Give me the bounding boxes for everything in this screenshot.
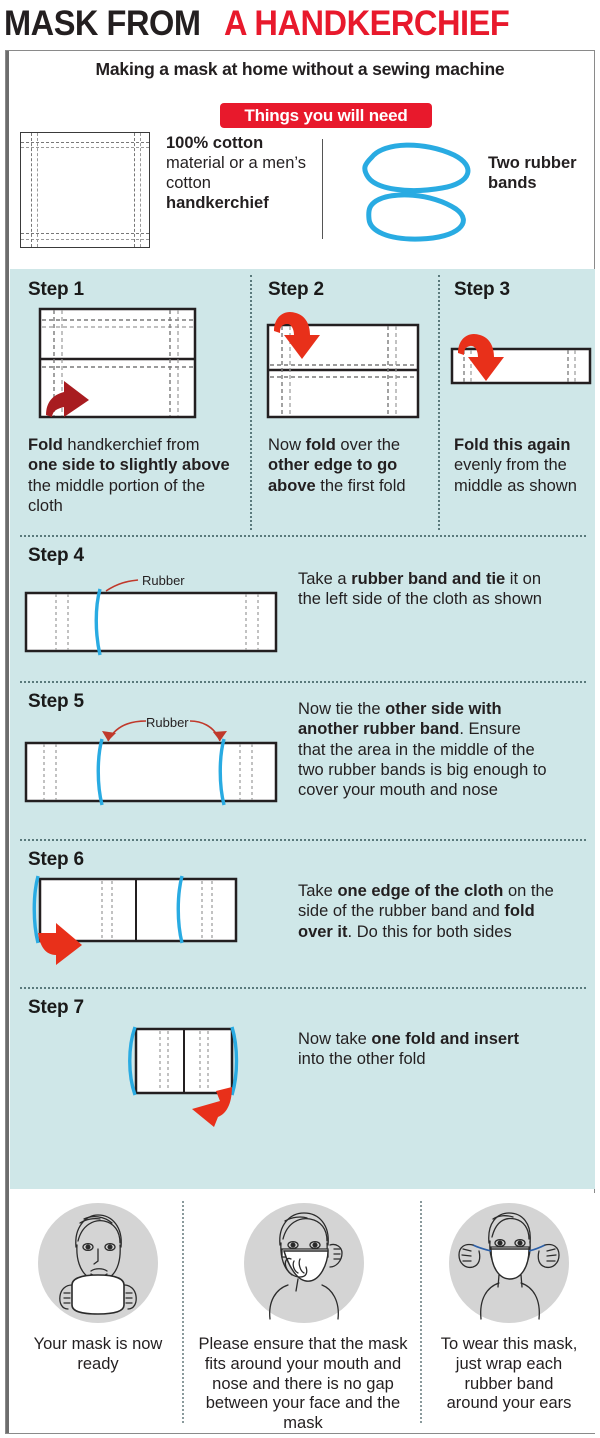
step-6-illustration [32, 875, 238, 965]
material-strong-1: 100% cotton [166, 134, 264, 152]
step-5-title: Step 5 [28, 691, 84, 712]
material-strong-2: handkerchief [166, 194, 269, 213]
bottom-caption-3: To wear this mask, just wrap each rubber… [440, 1335, 578, 1413]
bottom-caption-2: Please ensure that the mask fits around … [198, 1335, 408, 1433]
rubber-bands-illustration [362, 142, 471, 242]
step-7-illustration [128, 1026, 239, 1127]
subtitle: Making a mask at home without a sewing m… [95, 59, 505, 79]
bottom-divider-2 [420, 1201, 422, 1423]
bottom-panel-1: Your mask is now ready [18, 1193, 178, 1433]
title-part-black: MASK FROM [4, 3, 201, 43]
bottom-panels: Your mask is now ready [10, 1193, 595, 1433]
step-3-illustration [450, 333, 592, 385]
step-1-illustration [38, 307, 197, 419]
steps-panel: Step 1 Fold handkerchief from one side t… [10, 269, 595, 1189]
bottom-panel-3: To wear this mask, just wrap each rubber… [430, 1193, 588, 1433]
step-3-text: Fold this again evenly from the middle a… [454, 436, 577, 495]
page-title: MASK FROM A HANDKERCHIEF [4, 2, 596, 44]
step-4-text: Take a rubber band and tie it on the lef… [298, 570, 542, 609]
step-6-text: Take one edge of the cloth on the side o… [298, 882, 554, 941]
woman-adjusting-mask-icon [244, 1203, 364, 1323]
step-2-illustration [266, 311, 420, 419]
step-divider-2 [438, 275, 440, 530]
step-1-text: Fold handkerchief from one side to sligh… [28, 436, 230, 515]
materials-divider [322, 139, 323, 239]
step-7-text: Now take one fold and insert into the ot… [298, 1030, 519, 1069]
handkerchief-illustration [20, 132, 150, 248]
material-description: 100% cotton material or a men’s cotton h… [166, 133, 311, 214]
steps-row-divider-1 [20, 535, 586, 537]
title-part-red: A HANDKERCHIEF [224, 3, 510, 43]
step-4-annotation: Rubber [142, 573, 185, 588]
rubber-bands-label: Two rubber bands [488, 154, 577, 193]
step-5-illustration: Rubber [24, 715, 278, 806]
step-6-title: Step 6 [28, 849, 84, 870]
woman-wearing-mask-icon [449, 1203, 569, 1323]
step-2-title: Step 2 [268, 279, 324, 300]
step-3-title: Step 3 [454, 279, 510, 300]
content-frame: Making a mask at home without a sewing m… [5, 50, 595, 1434]
step-4-illustration: Rubber [24, 573, 278, 656]
step-5-text: Now tie the other side with another rubb… [298, 700, 547, 800]
step-divider-1 [250, 275, 252, 530]
bottom-caption-1: Your mask is now ready [33, 1335, 163, 1373]
material-normal: material or a men’s cotton [166, 154, 307, 193]
step-5-annotation: Rubber [146, 715, 189, 730]
steps-row-divider-3 [20, 839, 586, 841]
step-2-text: Now fold over the other edge to go above… [268, 436, 406, 495]
woman-holding-mask-icon [38, 1203, 158, 1323]
step-4-title: Step 4 [28, 545, 84, 566]
things-you-will-need-badge: Things you will need [220, 103, 432, 128]
steps-row-divider-4 [20, 987, 586, 989]
materials-section: 100% cotton material or a men’s cotton h… [6, 131, 594, 271]
step-7-title: Step 7 [28, 997, 84, 1018]
step-1-title: Step 1 [28, 279, 84, 300]
steps-row-divider-2 [20, 681, 586, 683]
bottom-panel-2: Please ensure that the mask fits around … [192, 1193, 414, 1433]
bottom-divider-1 [182, 1201, 184, 1423]
